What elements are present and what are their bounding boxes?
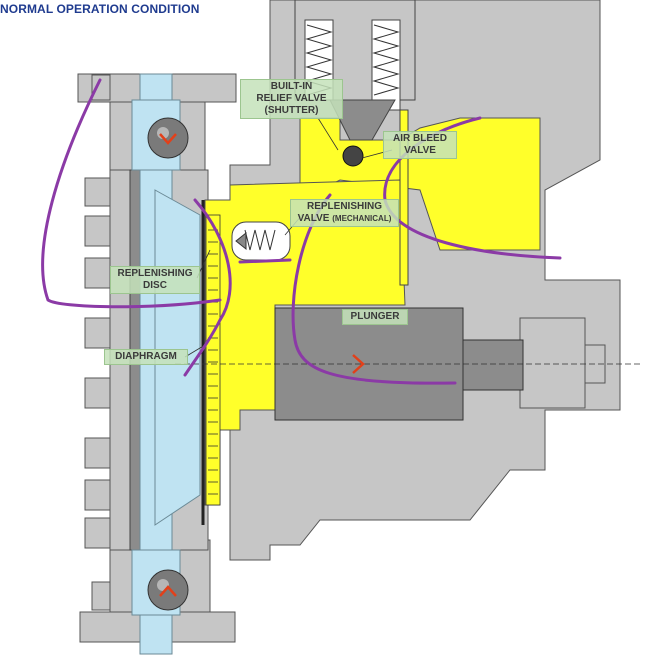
label-diaphragm: DIAPHRAGM <box>104 349 188 365</box>
label-air-bleed-line1: AIR BLEED <box>393 133 447 144</box>
label-relief-valve-line3: (SHUTTER) <box>264 105 319 116</box>
check-balls <box>147 117 189 611</box>
relief-valve-spring-housing <box>294 0 416 141</box>
label-replenishing-disc-line1: REPLENISHING <box>117 268 193 279</box>
label-air-bleed-line2: VALVE <box>404 145 436 156</box>
label-plunger: PLUNGER <box>342 309 408 325</box>
air-bleed-rod <box>399 109 409 286</box>
label-replenishing-valve-line1: REPLENISHING <box>306 201 382 212</box>
replenishing-valve <box>231 221 291 261</box>
label-relief-valve-line2: RELIEF VALVE <box>256 93 327 104</box>
label-air-bleed-valve: AIR BLEED VALVE <box>383 131 457 159</box>
label-replenishing-disc: REPLENISHING DISC <box>110 266 200 294</box>
label-replenishing-valve-suffix: (MECHANICAL) <box>332 214 392 223</box>
label-diaphragm-text: DIAPHRAGM <box>115 351 177 362</box>
page-title: NORMAL OPERATION CONDITION <box>0 2 200 16</box>
label-relief-valve-line1: BUILT-IN <box>270 81 313 92</box>
label-replenishing-disc-line2: DISC <box>143 280 167 291</box>
label-plunger-text: PLUNGER <box>350 311 400 322</box>
replenishing-disc-slots <box>205 214 221 506</box>
plunger <box>175 307 640 421</box>
label-replenishing-valve-line2: VALVE <box>297 213 330 224</box>
flow-arrows <box>159 133 365 597</box>
label-relief-valve: BUILT-IN RELIEF VALVE (SHUTTER) <box>240 79 343 119</box>
label-replenishing-valve: REPLENISHING VALVE (MECHANICAL) <box>290 199 399 227</box>
relief-valve-ball <box>342 145 364 167</box>
